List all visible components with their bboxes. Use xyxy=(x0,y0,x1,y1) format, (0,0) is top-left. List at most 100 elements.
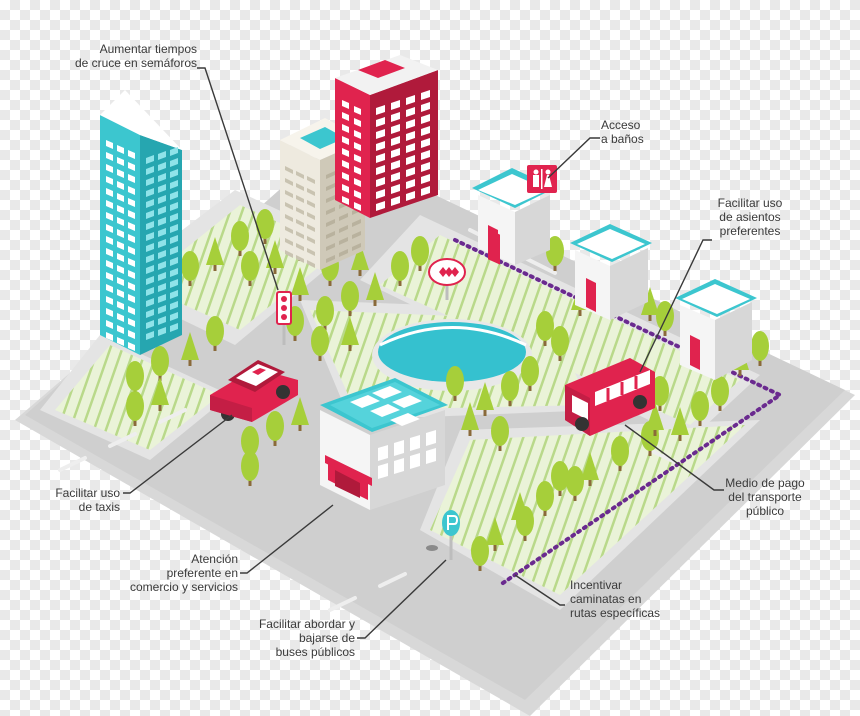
window xyxy=(146,254,154,263)
house-doors xyxy=(488,225,700,370)
tree xyxy=(341,281,359,316)
window xyxy=(339,237,348,245)
window xyxy=(106,164,113,173)
window xyxy=(285,202,293,210)
tree-crown xyxy=(446,366,464,396)
window xyxy=(376,105,385,115)
window xyxy=(391,160,400,170)
park-stripe xyxy=(0,0,16,716)
tree-crown xyxy=(411,236,429,266)
window xyxy=(106,236,113,245)
tree xyxy=(266,240,284,274)
window xyxy=(106,188,113,197)
tree-trunk xyxy=(468,426,472,436)
window xyxy=(342,100,349,109)
window xyxy=(117,301,124,310)
tree xyxy=(751,331,769,366)
park-stripe xyxy=(310,310,462,410)
window xyxy=(352,231,361,239)
window xyxy=(158,261,166,270)
teal-tower xyxy=(100,90,182,355)
window xyxy=(307,224,315,232)
window xyxy=(354,166,361,175)
park-southeast xyxy=(430,425,745,595)
window xyxy=(146,199,154,208)
tree-crown xyxy=(351,242,369,270)
tree-crown xyxy=(241,451,259,481)
window xyxy=(391,172,400,182)
park-stripe xyxy=(0,0,76,716)
park-stripe xyxy=(0,0,88,716)
window xyxy=(326,219,335,227)
window xyxy=(158,206,166,215)
tree xyxy=(311,326,329,361)
window xyxy=(326,255,335,263)
window xyxy=(117,169,124,178)
park-stripe xyxy=(544,235,740,425)
window xyxy=(106,308,113,317)
window xyxy=(170,224,178,233)
tree-crown xyxy=(551,461,569,491)
tree xyxy=(461,402,479,436)
window xyxy=(146,188,154,197)
label-taxis: Facilitar uso de taxis xyxy=(55,486,120,514)
park-stripe xyxy=(532,235,740,425)
tree-crown xyxy=(546,236,564,266)
house-3 xyxy=(675,279,757,380)
tree-crown xyxy=(181,251,199,281)
window xyxy=(170,323,178,332)
window xyxy=(296,219,304,227)
tree xyxy=(291,397,309,431)
tree xyxy=(521,356,539,391)
park-stripe xyxy=(0,0,64,716)
window xyxy=(296,207,304,215)
window xyxy=(421,150,430,160)
window xyxy=(421,174,430,184)
red-taxi xyxy=(210,360,298,422)
window xyxy=(170,191,178,200)
window xyxy=(158,316,166,325)
window xyxy=(326,243,335,251)
window xyxy=(158,272,166,281)
window xyxy=(391,148,400,158)
window xyxy=(296,171,304,179)
tree-crown xyxy=(231,221,249,251)
park-stripe xyxy=(55,345,78,450)
tree xyxy=(536,311,554,346)
tree-crown xyxy=(651,376,669,406)
walking-route xyxy=(453,238,785,587)
tree-crown xyxy=(341,317,359,345)
window xyxy=(128,210,135,219)
window xyxy=(339,213,348,221)
window xyxy=(128,162,135,171)
tree-crown xyxy=(641,287,659,315)
window xyxy=(307,236,315,244)
tree xyxy=(181,251,199,286)
window xyxy=(146,287,154,296)
window xyxy=(285,178,293,186)
pond-water xyxy=(378,322,526,382)
window xyxy=(296,231,304,239)
tree-crown xyxy=(341,281,359,311)
window xyxy=(352,219,361,227)
window xyxy=(354,130,361,139)
window xyxy=(426,448,436,464)
window xyxy=(170,290,178,299)
window xyxy=(285,214,293,222)
tree-crown xyxy=(291,397,309,425)
park-stripe xyxy=(0,0,64,716)
window xyxy=(128,282,135,291)
park-stripe xyxy=(0,0,64,716)
park-stripe xyxy=(0,0,52,716)
tree-crown xyxy=(536,311,554,341)
window xyxy=(158,173,166,182)
park-stripe xyxy=(0,0,88,716)
tree xyxy=(551,326,569,361)
window xyxy=(158,184,166,193)
window xyxy=(158,162,166,171)
window xyxy=(421,102,430,112)
park-stripe xyxy=(310,310,486,410)
window xyxy=(158,294,166,303)
label-banos: Acceso a baños xyxy=(601,118,644,146)
tree xyxy=(546,236,564,271)
